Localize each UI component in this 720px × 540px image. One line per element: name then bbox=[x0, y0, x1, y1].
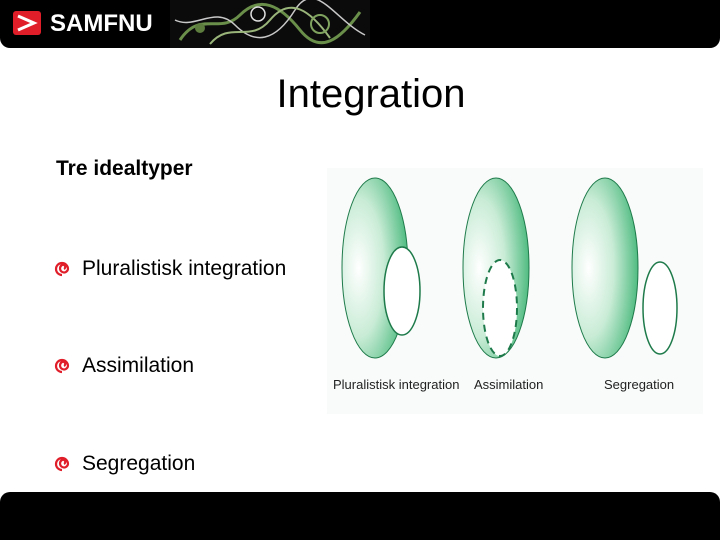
logo-text: SAMFNU bbox=[50, 10, 153, 37]
minority-ellipse bbox=[642, 261, 678, 355]
integration-diagram: Pluralistisk integration Assimilation Se… bbox=[327, 168, 703, 414]
diagram-label: Pluralistisk integration bbox=[333, 377, 459, 392]
bullet-item: Pluralistisk integration bbox=[54, 257, 286, 281]
bullet-item: Assimilation bbox=[54, 354, 194, 378]
minority-ellipse bbox=[383, 246, 421, 336]
slide-title: Integration bbox=[276, 72, 466, 116]
banner-graphic bbox=[170, 0, 370, 48]
swirl-bullet-icon bbox=[54, 261, 70, 277]
swirl-bullet-icon bbox=[54, 358, 70, 374]
bullet-label: Segregation bbox=[82, 452, 196, 475]
header-bar: SAMFNU bbox=[0, 0, 720, 48]
bullet-item: Segregation bbox=[54, 452, 195, 476]
bullet-label: Pluralistisk integration bbox=[82, 257, 287, 280]
arrow-logo-icon bbox=[13, 11, 41, 35]
slide-subtitle: Tre idealtyper bbox=[56, 157, 193, 180]
swirl-bullet-icon bbox=[54, 456, 70, 472]
diagram-label: Assimilation bbox=[474, 377, 543, 392]
dashed-minority-ellipse bbox=[482, 259, 518, 357]
majority-ellipse bbox=[571, 177, 639, 359]
diagram-label: Segregation bbox=[604, 377, 674, 392]
footer-bar bbox=[0, 492, 720, 540]
bullet-label: Assimilation bbox=[82, 354, 195, 377]
